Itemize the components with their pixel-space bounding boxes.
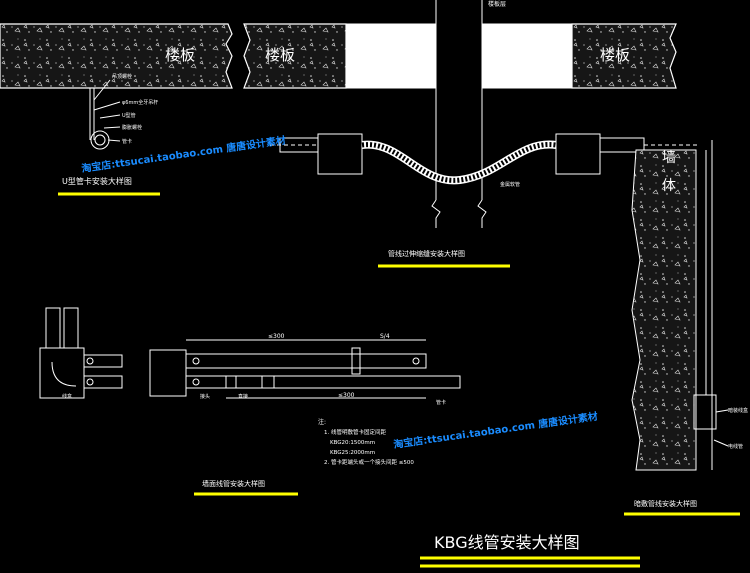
notes-line: KBG20:1500mm bbox=[330, 440, 375, 446]
dimension: ≤300 bbox=[268, 333, 285, 340]
pipe-note: 直接 bbox=[238, 393, 248, 400]
floor-slab-right: 楼板 bbox=[481, 23, 677, 89]
pipe-note: 管卡 bbox=[436, 399, 446, 406]
pipe-note: 接头 bbox=[200, 393, 210, 400]
expansion-joint-detail: 金属软管 管线过伸缩缝安装大样图 bbox=[270, 133, 700, 268]
expansion-note: 金属软管 bbox=[500, 181, 520, 188]
u-note: 吊顶螺栓 bbox=[112, 73, 132, 80]
pipe-note: 线盒 bbox=[62, 393, 72, 400]
wall-label: 墙 bbox=[662, 150, 676, 166]
wall-pipe-title: 墙面线管安装大样图 bbox=[202, 479, 265, 488]
u-note: φ6mm全牙吊杆 bbox=[122, 99, 158, 106]
surface-pipe-detail: ≤300 S/4 ≤300 线盒 接头 管卡 直接 注: 1. 线管明敷管卡固定… bbox=[39, 307, 461, 496]
top-note: 楼板层 bbox=[488, 0, 506, 8]
notes-line: KBG25:2000mm bbox=[330, 450, 375, 456]
wall-hidden-title: 暗敷管线安装大样图 bbox=[634, 499, 697, 508]
u-pipe-title: U型管卡安装大样图 bbox=[62, 176, 132, 186]
column: 楼板层 bbox=[431, 0, 506, 228]
notes-line: 2. 管卡距端头或一个接头间距 ≤500 bbox=[324, 458, 414, 466]
wall-label: 体 bbox=[662, 178, 676, 194]
dimension: S/4 bbox=[380, 333, 390, 340]
main-title: KBG线管安装大样图 bbox=[434, 533, 580, 552]
u-note: 膨胀螺栓 bbox=[122, 124, 142, 131]
u-note: U型管 bbox=[122, 112, 136, 119]
u-pipe-detail: 吊顶螺栓 φ6mm全牙吊杆 U型管 膨胀螺栓 管卡 U型管卡安装大样图 bbox=[58, 73, 160, 196]
notes-head: 注: bbox=[318, 418, 326, 426]
floor-slab-label: 楼板 bbox=[165, 46, 195, 64]
watermark: 淘宝店:ttsucai.taobao.com 唐唐设计素材 bbox=[393, 409, 599, 451]
watermark: 淘宝店:ttsucai.taobao.com 唐唐设计素材 bbox=[81, 133, 287, 175]
floor-slab-middle: 楼板 bbox=[243, 23, 437, 89]
floor-slab-label: 楼板 bbox=[265, 46, 295, 64]
wall-hidden-detail: 墙 体 暗装线盒 电线管 暗敷管线安装大样图 bbox=[624, 140, 748, 516]
floor-slab-left: 楼板 bbox=[0, 23, 233, 89]
main-title-block: KBG线管安装大样图 bbox=[420, 533, 640, 568]
expansion-title: 管线过伸缩缝安装大样图 bbox=[388, 249, 465, 258]
wall-note: 暗装线盒 bbox=[728, 407, 748, 414]
notes-line: 1. 线管明敷管卡固定间距 bbox=[324, 428, 386, 436]
floor-slab-label: 楼板 bbox=[600, 46, 630, 64]
dimension: ≤300 bbox=[338, 392, 355, 399]
u-note: 管卡 bbox=[122, 138, 132, 145]
wall-note: 电线管 bbox=[728, 443, 743, 450]
